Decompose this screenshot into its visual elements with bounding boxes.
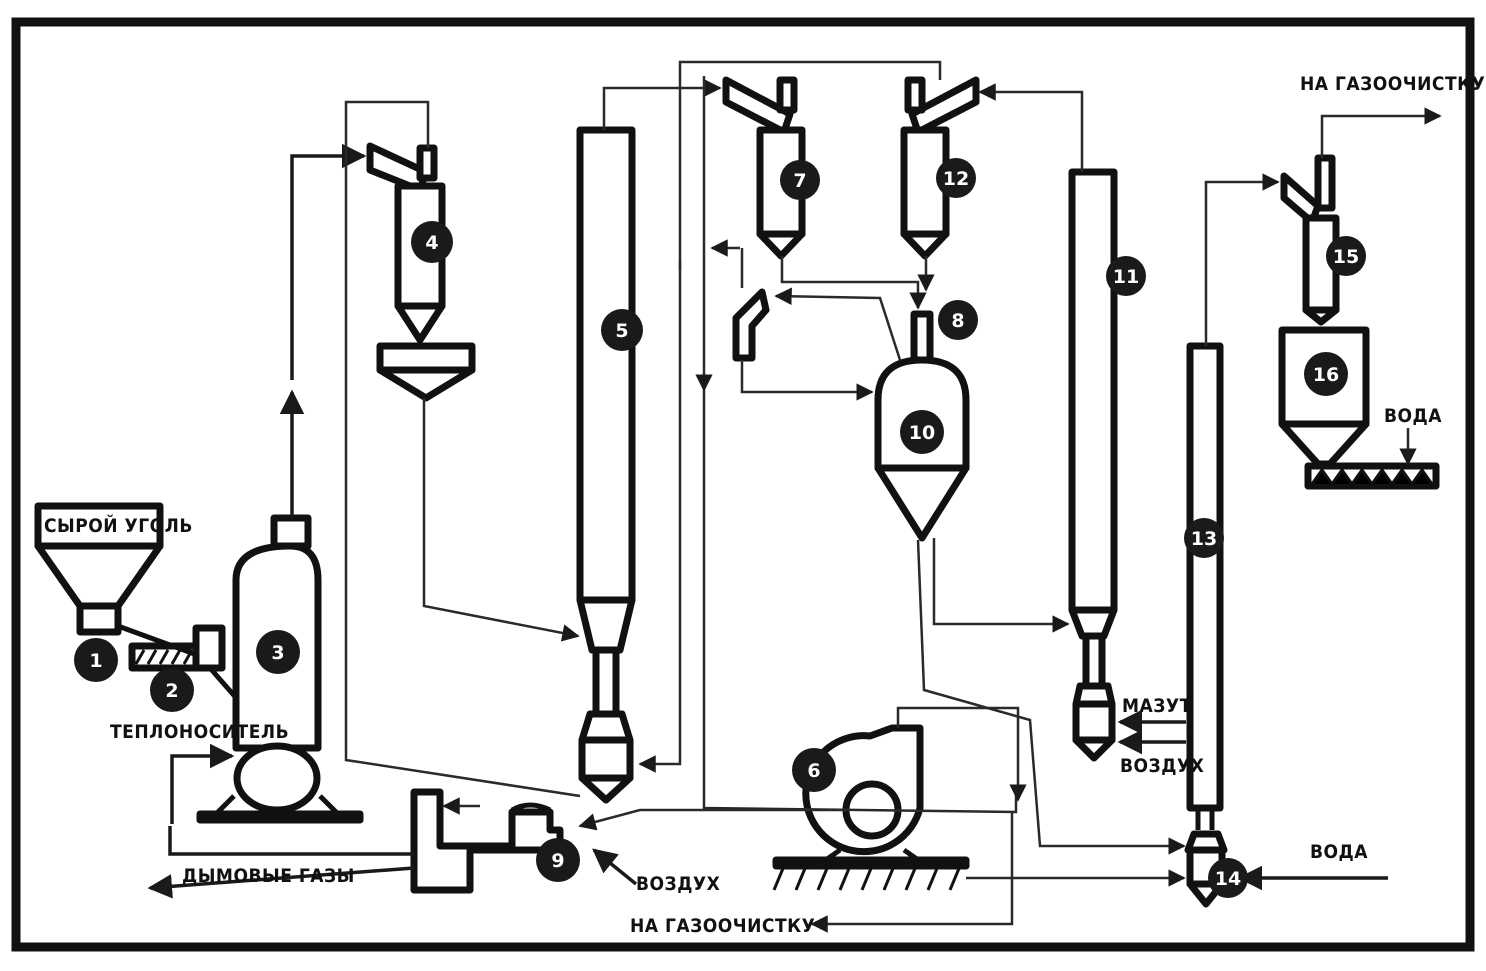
cyclone-15 <box>1280 154 1340 326</box>
flow-10-to-11 <box>932 538 1070 633</box>
badge-5: 5 <box>601 309 643 351</box>
flow-fan-to-9 <box>578 808 846 831</box>
flow-fan-line <box>896 706 1027 802</box>
badge-12: 12 <box>936 158 976 198</box>
flow-heat-carrier <box>170 743 235 824</box>
furnace-9 <box>410 788 564 894</box>
svg-text:15: 15 <box>1333 246 1359 268</box>
svg-text:12: 12 <box>943 168 969 190</box>
flow-4-to-5 <box>422 398 580 642</box>
flow-air-9 <box>592 848 638 886</box>
diagram-frame <box>11 17 1475 952</box>
svg-text:13: 13 <box>1191 528 1217 550</box>
column-13 <box>1184 342 1228 908</box>
svg-text:9: 9 <box>551 850 564 872</box>
svg-text:14: 14 <box>1215 868 1241 890</box>
svg-text:4: 4 <box>425 232 438 254</box>
flow-4-top <box>344 100 581 798</box>
flow-11-to-12 <box>978 83 1084 172</box>
svg-text:8: 8 <box>951 310 964 332</box>
svg-text:10: 10 <box>909 422 935 444</box>
flow-top-loop <box>678 60 942 270</box>
svg-text:11: 11 <box>1113 266 1139 288</box>
flow-3-to-4b <box>290 143 367 380</box>
badge-4: 4 <box>411 221 453 263</box>
badge-9: 9 <box>536 838 580 882</box>
raw-coal-hopper <box>34 502 164 636</box>
svg-text:2: 2 <box>165 680 178 702</box>
flow-left-down <box>638 260 682 773</box>
flow-10-to-small <box>774 287 902 361</box>
badge-16: 16 <box>1304 352 1348 396</box>
bunker-16 <box>1278 326 1440 490</box>
badge-14: 14 <box>1208 858 1248 898</box>
label-raw-coal: СЫРОЙ УГОЛЬ <box>44 514 193 537</box>
badge-6: 6 <box>792 748 836 792</box>
badge-15: 15 <box>1326 236 1366 276</box>
badge-2: 2 <box>150 668 194 712</box>
small-cyclone <box>732 288 770 362</box>
label-air-11: ВОЗДУХ <box>1120 755 1204 777</box>
badge-13: 13 <box>1184 518 1224 558</box>
riser-5 <box>576 126 636 804</box>
flow-small-cyclone <box>740 360 874 401</box>
flow-7-to-8 <box>780 256 927 310</box>
flow-13-to-15 <box>1204 173 1280 346</box>
svg-text:7: 7 <box>793 170 806 192</box>
badge-3: 3 <box>256 630 300 674</box>
flow-15-to-gas <box>1320 107 1442 158</box>
flow-to-gas-cleaning <box>810 812 1014 933</box>
badge-7: 7 <box>780 160 820 200</box>
flow-flue-gases <box>168 826 414 856</box>
flow-10-to-14 <box>916 539 1186 855</box>
svg-text:1: 1 <box>89 650 102 672</box>
fan-6 <box>772 724 970 891</box>
column-11 <box>1068 168 1118 762</box>
badge-8: 8 <box>938 300 978 340</box>
flow-5-to-7 <box>602 79 722 130</box>
badge-1: 1 <box>74 638 118 682</box>
label-gas-cleaning-bottom: НА ГАЗООЧИСТКУ <box>630 915 815 937</box>
label-water-14: ВОДА <box>1310 841 1368 863</box>
svg-text:16: 16 <box>1313 364 1339 386</box>
label-heat-carrier: ТЕПЛОНОСИТЕЛЬ <box>110 721 289 743</box>
label-air-9: ВОЗДУХ <box>636 873 720 895</box>
label-fuel-oil: МАЗУТ <box>1122 695 1192 717</box>
badge-10: 10 <box>900 410 944 454</box>
svg-text:6: 6 <box>807 760 820 782</box>
svg-text:5: 5 <box>615 320 628 342</box>
cyclone-4 <box>366 142 476 402</box>
badge-11: 11 <box>1106 256 1146 296</box>
label-gas-cleaning-top: НА ГАЗООЧИСТКУ <box>1300 73 1485 95</box>
label-flue-gases: ДЫМОВЫЕ ГАЗЫ <box>182 865 355 887</box>
flow-flue-out <box>147 866 415 899</box>
svg-text:3: 3 <box>271 642 284 664</box>
label-water-16: ВОДА <box>1384 405 1442 427</box>
